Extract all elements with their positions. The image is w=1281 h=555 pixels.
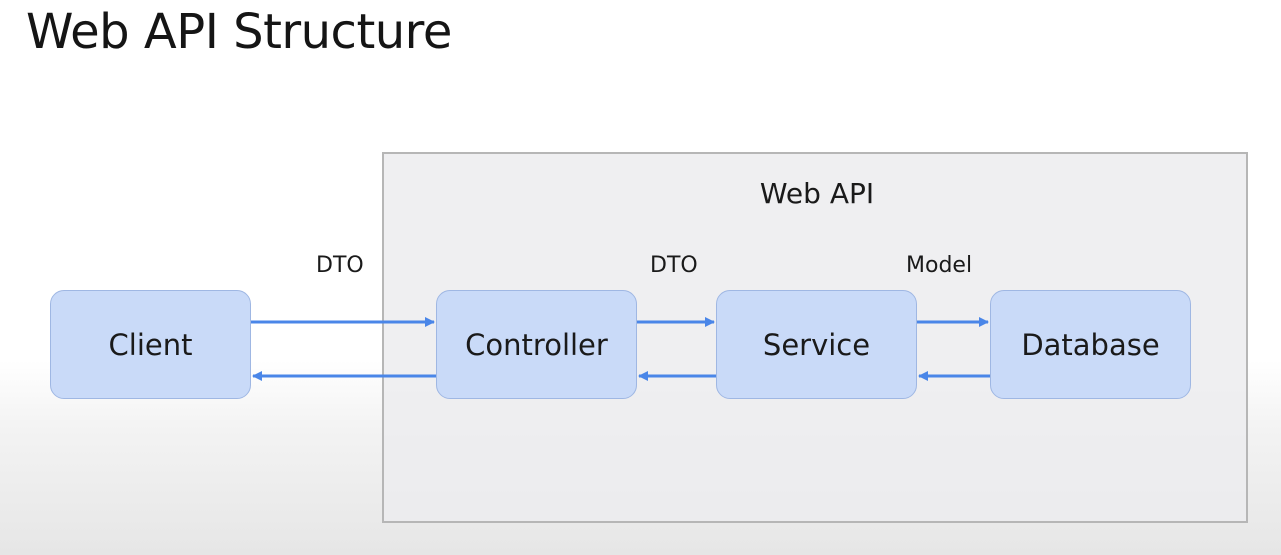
service-label: Service xyxy=(762,327,871,362)
page-title: Web API Structure xyxy=(26,4,452,60)
client-node: Client xyxy=(50,290,251,399)
edge-label-service-database: Model xyxy=(906,253,973,278)
edge-label-client-controller: DTO xyxy=(316,253,364,278)
controller-label: Controller xyxy=(465,327,608,362)
web-api-label: Web API xyxy=(759,177,875,210)
edge-label-controller-service: DTO xyxy=(650,253,698,278)
database-node: Database xyxy=(990,290,1191,399)
client-label: Client xyxy=(108,327,193,362)
controller-node: Controller xyxy=(436,290,637,399)
database-label: Database xyxy=(1021,327,1160,362)
service-node: Service xyxy=(716,290,917,399)
